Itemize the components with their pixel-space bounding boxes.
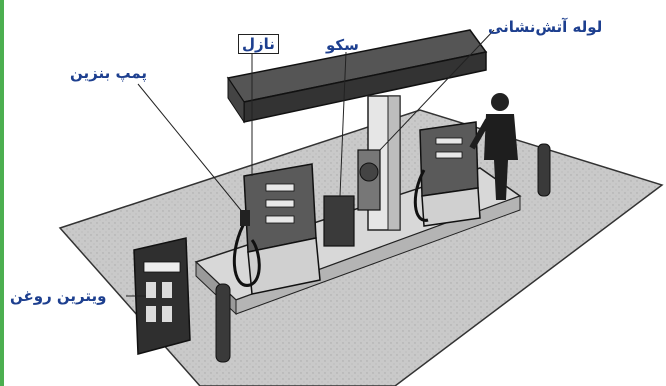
oil-bottle-4 bbox=[162, 306, 172, 322]
waste-bin bbox=[324, 196, 354, 246]
frame-edge bbox=[0, 0, 4, 386]
column-shade bbox=[388, 96, 400, 230]
attendant-head bbox=[491, 93, 509, 111]
fire-hose-coil bbox=[360, 163, 378, 181]
label-platform: سکو bbox=[326, 36, 359, 54]
left-pump-display-3 bbox=[266, 216, 294, 223]
oil-bottle-2 bbox=[162, 282, 172, 298]
right-pump-display-2 bbox=[436, 152, 462, 158]
bollard-front bbox=[216, 284, 230, 362]
bollard-right bbox=[538, 144, 550, 196]
left-pump-display-2 bbox=[266, 200, 294, 207]
left-pump-nozzle bbox=[240, 210, 250, 226]
left-pump-display-1 bbox=[266, 184, 294, 191]
label-nozzle: نازل bbox=[238, 34, 279, 54]
oil-display-sign bbox=[144, 262, 180, 272]
left-fuel-pump-body bbox=[244, 164, 316, 252]
oil-bottle-1 bbox=[146, 282, 156, 298]
label-fuel-pump: پمپ بنزین bbox=[70, 64, 147, 82]
label-oil-display: ویترین روغن bbox=[10, 287, 106, 305]
oil-bottle-3 bbox=[146, 306, 156, 322]
right-fuel-pump-body bbox=[420, 122, 478, 196]
label-fire-hose: لوله آتش‌نشانی bbox=[488, 18, 602, 36]
right-pump-display-1 bbox=[436, 138, 462, 144]
